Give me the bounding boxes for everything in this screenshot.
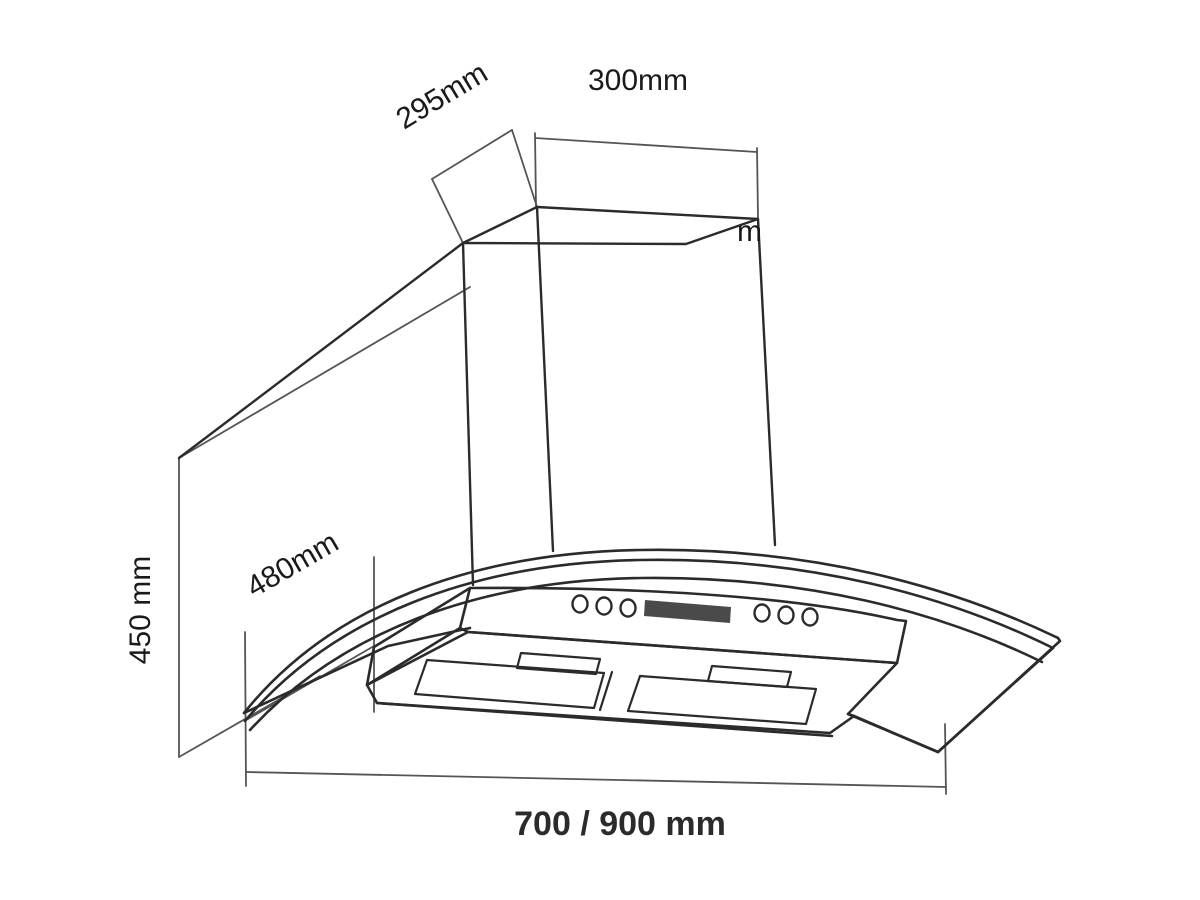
glass-arc-inner-front (243, 558, 1055, 723)
label-depth-canopy: 480mm (241, 525, 344, 604)
label-stray-glyph: m (737, 215, 762, 248)
hood-body-group (365, 586, 940, 754)
glass-right-wing-inner-edge (936, 646, 1055, 754)
control-button-1[interactable] (571, 594, 589, 614)
ext-line-300-left (534, 132, 537, 208)
glass-left-wing (242, 626, 472, 715)
dim-line-300 (534, 137, 758, 153)
filter-panel-left (413, 658, 606, 710)
hood-control-band (458, 586, 908, 665)
label-height-total: 450 mm (124, 556, 157, 664)
hood-body-outer (365, 630, 899, 735)
filter-handle-right (706, 664, 793, 689)
hood-bottom-front-edge (375, 701, 834, 738)
glass-arc-outer-front (242, 548, 1060, 715)
label-width-chimney: 300mm (588, 64, 688, 97)
control-panel-group[interactable] (571, 594, 819, 627)
chimney-front-left-edge (535, 205, 555, 553)
control-button-5[interactable] (777, 605, 795, 625)
chimney-rear-top-diagonal (177, 241, 465, 460)
chimney-side-left-edge (461, 241, 475, 587)
hood-right-return (852, 714, 940, 754)
glass-canopy-group (242, 548, 1062, 754)
ext-line-width-right (944, 723, 947, 795)
control-button-6[interactable] (801, 607, 819, 627)
dimension-lines-group (178, 129, 947, 795)
hood-left-bevel (365, 586, 472, 687)
ext-line-295-upper (511, 129, 538, 208)
chimney-front-right-edge (756, 217, 777, 547)
control-display[interactable] (644, 600, 731, 623)
chimney-top-face (461, 205, 760, 246)
control-button-2[interactable] (595, 596, 613, 616)
label-width-total: 700 / 900 mm (514, 805, 726, 843)
label-depth-chimney: 295mm (391, 56, 494, 136)
filter-divider (598, 670, 614, 712)
control-button-3[interactable] (619, 598, 637, 618)
ext-line-480-left (244, 631, 247, 787)
filter-panels-group (413, 651, 818, 726)
ext-line-300-right (756, 147, 759, 219)
filter-handle-left (515, 651, 602, 676)
dim-line-295 (431, 129, 513, 180)
ext-line-450-top (178, 286, 471, 459)
ext-line-295-lower (431, 178, 464, 244)
glass-arc-rear (248, 576, 1044, 732)
chimney-group (177, 205, 777, 587)
control-button-4[interactable] (753, 603, 771, 623)
dim-line-700-900 (245, 771, 947, 788)
